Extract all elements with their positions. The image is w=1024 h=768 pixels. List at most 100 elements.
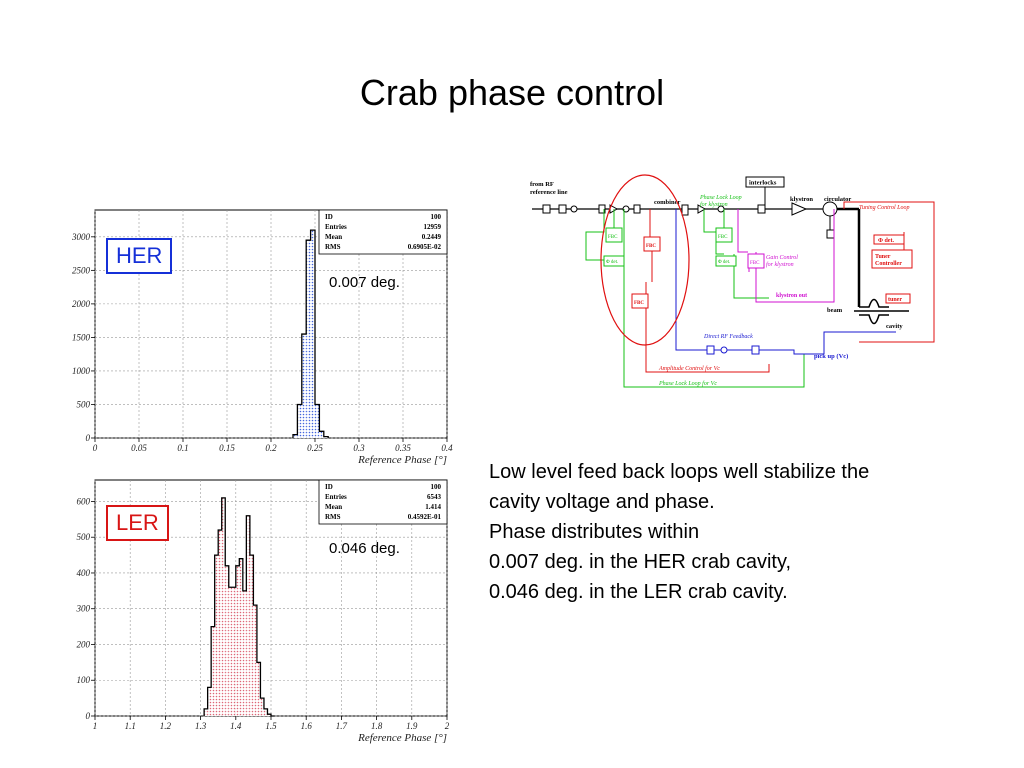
stats-label: Mean: [325, 233, 342, 241]
her-phase-spread: 0.007 deg.: [329, 274, 400, 291]
histogram-bar: [246, 515, 250, 716]
histogram-bar: [225, 565, 229, 716]
stats-label: ID: [325, 213, 333, 221]
histogram-bar: [319, 431, 324, 438]
description-line: 0.007 deg. in the HER crab cavity,: [489, 551, 792, 573]
label-fbc-green-1: FBC: [608, 235, 618, 240]
x-tick-label: 0: [93, 443, 98, 453]
stats-box: [318, 479, 448, 525]
x-tick-label: 0.05: [131, 443, 147, 453]
y-tick-label: 100: [77, 675, 91, 685]
histogram-bar: [204, 708, 208, 716]
label-det-green-1: Φ det.: [606, 260, 618, 265]
histogram-bar: [239, 558, 243, 716]
description-line: 0.046 deg. in the LER crab cavity.: [489, 581, 788, 603]
label-klystron: klystron: [790, 196, 813, 203]
histogram-bar: [267, 714, 271, 716]
x-tick-label: 0.2: [265, 443, 277, 453]
histogram-bar: [232, 587, 236, 716]
histogram-bar: [207, 687, 212, 716]
label-klystron-out: klystron out: [776, 293, 807, 299]
label-fbc-red-1: FBC: [646, 244, 656, 249]
stats-value: 100: [431, 483, 442, 491]
description-line: Phase distributes within: [489, 521, 700, 543]
x-tick-label: 0.35: [395, 443, 411, 453]
label-gain-control-2: for klystron: [766, 261, 794, 268]
label-fbc-red-2: FBC: [634, 301, 644, 306]
histogram-outline: [292, 229, 329, 438]
y-tick-label: 1000: [72, 366, 91, 376]
x-tick-label: 2: [445, 721, 450, 731]
stats-box: [318, 209, 448, 255]
label-from-rf: from RF: [530, 181, 554, 188]
stats-value: 6543: [427, 493, 442, 501]
histogram-bar: [310, 230, 315, 438]
histogram-bar: [242, 590, 247, 716]
histogram-bar: [306, 240, 311, 438]
stats-label: Entries: [325, 493, 347, 501]
y-tick-label: 500: [77, 399, 91, 409]
x-tick-label: 1.9: [406, 721, 418, 731]
histogram-bar: [301, 334, 307, 438]
x-tick-label: 1.4: [230, 721, 242, 731]
stats-label: Mean: [325, 503, 342, 511]
label-amplitude-control: Amplitude Control for Vc: [658, 365, 720, 372]
rf-feedback-diagram-svg: from RF reference line combiner klystron…: [530, 174, 935, 388]
x-axis-label: Reference Phase [°]: [357, 732, 447, 744]
label-pll-klystron-1: Phase Lock Loop: [699, 195, 742, 201]
label-tuner: tuner: [888, 297, 902, 303]
x-tick-label: 1.3: [195, 721, 207, 731]
x-tick-label: 0.3: [353, 443, 365, 453]
stats-label: RMS: [325, 513, 341, 521]
description-text: Low level feed back loops well stabilize…: [489, 457, 1009, 607]
stats-value: 0.4592E-01: [408, 513, 442, 521]
stats-value: 0.2449: [422, 233, 442, 241]
label-fbc-magenta: FBC: [750, 261, 760, 266]
histogram-bar: [293, 434, 298, 438]
page-title: Crab phase control: [359, 72, 665, 113]
x-tick-label: 1.1: [125, 721, 136, 731]
rf-feedback-diagram: from RF reference line combiner klystron…: [524, 172, 944, 402]
histogram-bar: [315, 404, 320, 438]
stats-label: Entries: [325, 223, 347, 231]
her-tag: HER: [106, 238, 173, 274]
histogram-outline: [203, 497, 275, 717]
histogram-bar: [235, 565, 240, 716]
histogram-bar: [253, 605, 257, 716]
stats-label: ID: [325, 483, 333, 491]
histogram-bar: [256, 662, 261, 716]
label-circulator: circulator: [824, 196, 851, 203]
y-tick-label: 3000: [71, 232, 91, 242]
stats-value: 0.6905E-02: [408, 243, 442, 251]
x-tick-label: 0.4: [441, 443, 453, 453]
label-det-red: Φ det.: [878, 238, 894, 244]
label-reference-line: reference line: [530, 189, 568, 196]
histogram-bar: [249, 555, 254, 716]
histogram-bar: [218, 530, 222, 716]
ler-tag: LER: [106, 505, 169, 541]
histogram-bar: [221, 497, 226, 716]
label-beam: beam: [827, 307, 843, 314]
description-line: cavity voltage and phase.: [489, 491, 715, 513]
x-tick-label: 0.25: [307, 443, 323, 453]
y-tick-label: 500: [77, 532, 91, 542]
label-tuning-control: Tuning Control Loop: [859, 205, 909, 211]
y-tick-label: 200: [77, 639, 91, 649]
histogram-bar: [228, 587, 233, 716]
label-pickup: pick up (Vc): [814, 353, 848, 360]
label-fbc-green-2: FBC: [718, 235, 728, 240]
description-line: Low level feed back loops well stabilize…: [489, 461, 870, 483]
label-gain-control-1: Gain Control: [766, 255, 798, 261]
stats-label: RMS: [325, 243, 341, 251]
y-tick-label: 2000: [72, 299, 91, 309]
label-pll-vc: Phase Lock Loop for Vc: [658, 380, 717, 387]
histogram-bar: [211, 626, 215, 716]
y-tick-label: 0: [86, 433, 91, 443]
label-interlocks: interlocks: [749, 180, 777, 187]
label-pll-klystron-2: for klystron: [700, 201, 728, 208]
x-tick-label: 1.5: [265, 721, 277, 731]
label-det-green-2: Φ det.: [718, 260, 730, 265]
y-tick-label: 0: [86, 711, 91, 721]
